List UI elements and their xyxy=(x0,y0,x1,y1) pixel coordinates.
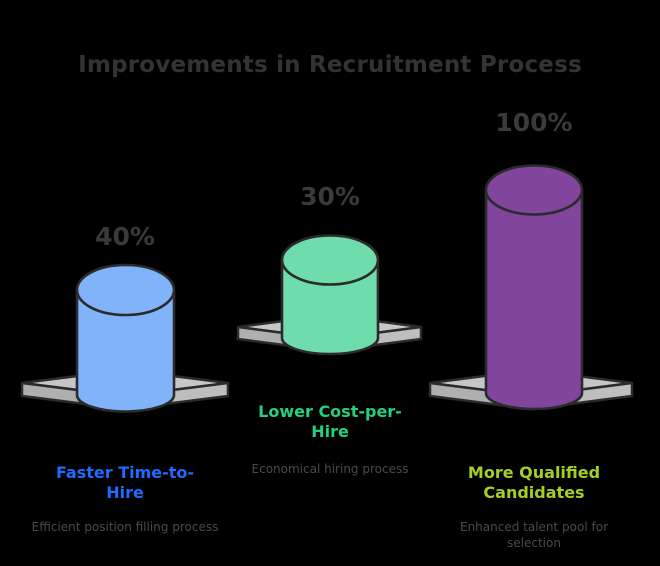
category-label-3-line1: More Qualified xyxy=(467,463,601,482)
bar-group-lower-cost-per-hire xyxy=(236,234,423,356)
category-label-3: More Qualified Candidates xyxy=(434,463,634,503)
value-label-1: 40% xyxy=(95,222,155,251)
cylinder-1 xyxy=(75,263,176,413)
category-label-1: Faster Time-to- Hire xyxy=(25,463,225,503)
category-label-1-line2: Hire xyxy=(106,483,144,502)
bar-group-faster-time-to-hire xyxy=(20,263,230,413)
category-label-2-line2: Hire xyxy=(311,422,349,441)
category-description-3: Enhanced talent pool for selection xyxy=(459,520,608,551)
page-title: Improvements in Recruitment Process xyxy=(78,52,582,78)
cylinder-2 xyxy=(280,234,380,356)
category-description-1: Efficient position filling process xyxy=(31,520,219,534)
category-label-2: Lower Cost-per- Hire xyxy=(235,402,425,442)
category-label-1-line1: Faster Time-to- xyxy=(55,463,195,482)
category-description-2: Economical hiring process xyxy=(251,462,409,476)
category-label-2-line1: Lower Cost-per- xyxy=(258,402,402,421)
cylinder-3 xyxy=(484,164,584,411)
bar-group-more-qualified-candidates xyxy=(428,164,634,411)
cylinder-2-top xyxy=(280,234,380,286)
cylinder-3-body xyxy=(484,188,584,411)
cylinder-3-top xyxy=(484,164,584,216)
category-label-3-line2: Candidates xyxy=(483,483,585,502)
value-label-3: 100% xyxy=(495,108,573,137)
cylinder-1-body xyxy=(75,288,176,413)
value-label-2: 30% xyxy=(300,182,360,211)
cylinder-1-top xyxy=(75,263,176,317)
cylinder-2-body xyxy=(280,258,380,356)
